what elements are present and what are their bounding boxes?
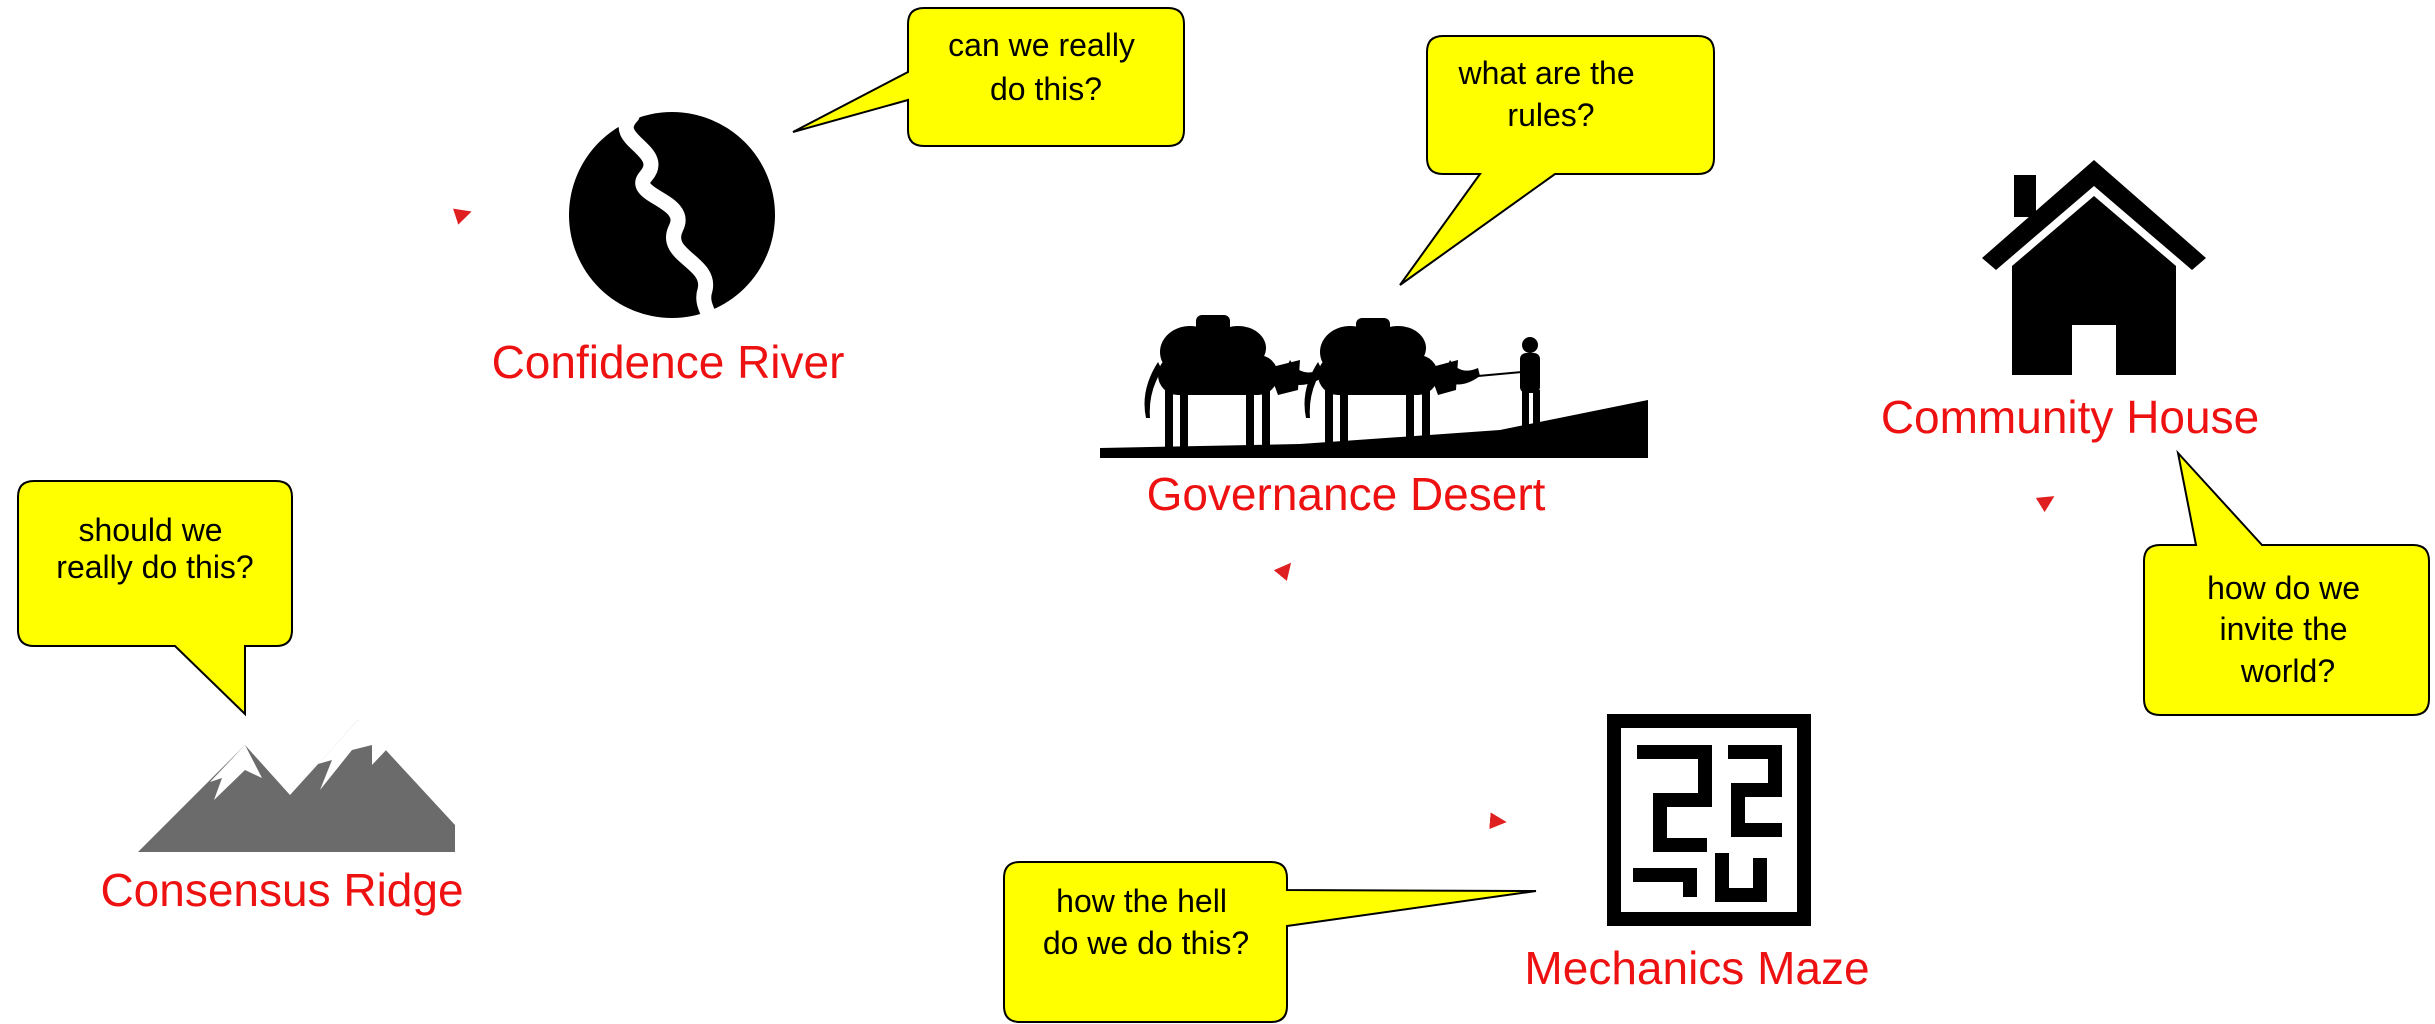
- house-body: [2012, 196, 2176, 375]
- desert-ground: [1100, 400, 1648, 458]
- speech-bubble-consensus: should we really do this?: [17, 480, 293, 717]
- speech-bubble-confidence: can we really do this?: [792, 7, 1185, 147]
- bubble-shape: [1003, 861, 1537, 1023]
- bubble-text: what are the rules?: [1458, 55, 1644, 133]
- journey-paths: [453, 208, 2055, 830]
- bubble-line: invite the: [2220, 611, 2348, 647]
- bubble-shape: [17, 480, 293, 717]
- bubble-text: should we really do this?: [56, 512, 253, 585]
- camel-2: [1304, 318, 1480, 448]
- bubble-shape: [2143, 449, 2430, 716]
- bubble-line: really do this?: [56, 549, 253, 585]
- bubble-line: rules?: [1507, 97, 1594, 133]
- bubble-shape: [1399, 35, 1715, 286]
- bubble-line: do we do this?: [1043, 925, 1249, 961]
- speech-bubble-governance: what are the rules?: [1399, 35, 1715, 286]
- house-chimney: [2014, 175, 2036, 217]
- bubble-line: how the hell: [1056, 883, 1227, 919]
- river-stream: [618, 108, 717, 326]
- speech-bubble-community: how do we invite the world?: [2143, 449, 2430, 716]
- bubble-line: world?: [2240, 653, 2335, 689]
- bubble-line: do this?: [990, 71, 1102, 107]
- bubble-line: should we: [79, 512, 223, 548]
- traveler: [1477, 337, 1540, 432]
- house-icon: [1982, 160, 2206, 375]
- camel-1: [1144, 315, 1322, 450]
- house-roof: [1982, 160, 2206, 270]
- path-governance-to-community: [2035, 496, 2055, 513]
- location-label-mechanics-maze: Mechanics Maze: [1524, 942, 1869, 994]
- bubble-text: can we really do this?: [948, 27, 1144, 107]
- maze-icon: [1607, 714, 1811, 926]
- bubble-line: what are the: [1458, 55, 1635, 91]
- mountain-shape: [138, 720, 455, 852]
- bubble-line: can we really: [948, 27, 1135, 63]
- path-maze-to-governance: [1273, 562, 1292, 581]
- location-label-community-house: Community House: [1881, 391, 2259, 443]
- location-label-governance-desert: Governance Desert: [1147, 468, 1546, 520]
- location-label-confidence-river: Confidence River: [492, 336, 845, 388]
- maze-walls: [1633, 745, 1782, 902]
- bubble-text: how do we invite the world?: [2207, 570, 2369, 689]
- maze-border: [1607, 714, 1811, 926]
- location-label-consensus-ridge: Consensus Ridge: [100, 864, 463, 916]
- river-icon: [569, 108, 775, 326]
- bubble-shape: [792, 7, 1185, 147]
- camel-caravan-icon: [1100, 315, 1648, 458]
- speech-bubble-mechanics: how the hell do we do this?: [1003, 861, 1537, 1023]
- bubble-line: how do we: [2207, 570, 2360, 606]
- mountain-snow: [210, 745, 262, 800]
- mountain-icon: [138, 720, 455, 852]
- bubble-text: how the hell do we do this?: [1043, 883, 1249, 961]
- mountain-snow: [318, 720, 388, 790]
